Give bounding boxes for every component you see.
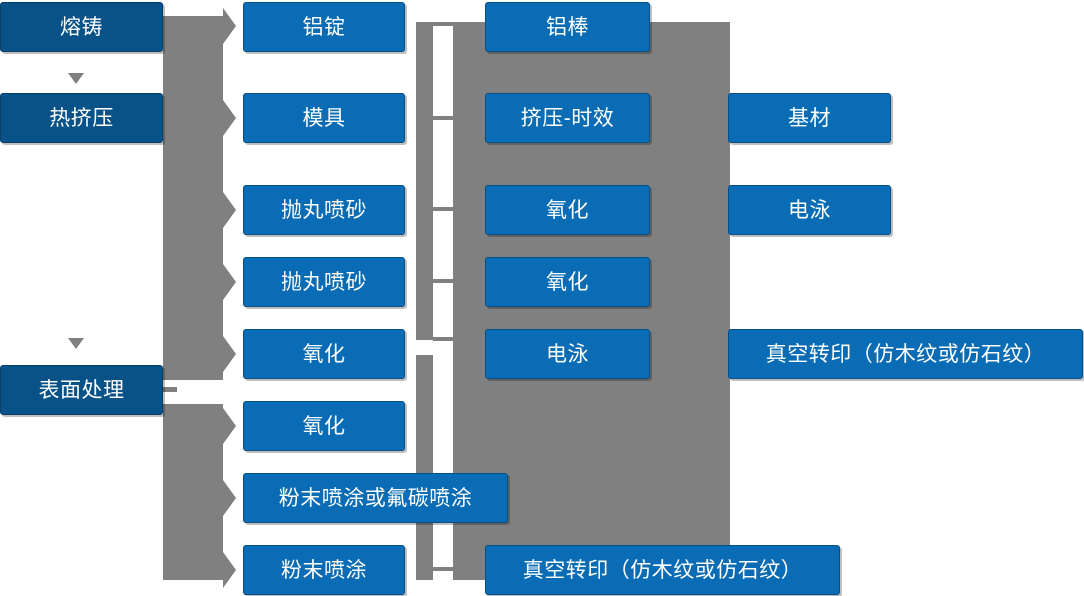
substep-label: 粉末喷涂 [281, 558, 367, 582]
substep-box-powder-or-fluorocarbon-coating[interactable]: 粉末喷涂或氟碳喷涂 [243, 473, 508, 523]
substep-label: 粉末喷涂或氟碳喷涂 [278, 486, 473, 510]
process-label: 氧化 [546, 270, 589, 294]
process-label: 铝棒 [546, 15, 589, 39]
substep-label: 氧化 [302, 414, 346, 438]
process-box-vacuum-transfer-printing[interactable]: 真空转印（仿木纹或仿石纹） [485, 545, 840, 595]
process-box-oxidation-2[interactable]: 氧化 [485, 257, 650, 307]
substep-label: 抛丸喷砂 [281, 198, 367, 222]
rail-tick-2 [433, 116, 453, 120]
process-label: 氧化 [546, 198, 589, 222]
stage-to-substep-connector [163, 8, 236, 588]
substep-label: 模具 [302, 106, 346, 130]
process-box-aluminum-bar[interactable]: 铝棒 [485, 2, 650, 52]
process-label: 真空转印（仿木纹或仿石纹） [522, 558, 803, 582]
process-box-extrusion-aging[interactable]: 挤压-时效 [485, 93, 650, 143]
output-box-vacuum-transfer-printing[interactable]: 真空转印（仿木纹或仿石纹） [728, 329, 1083, 379]
arrow-to-output-1 [700, 109, 726, 127]
rail-tick-6 [433, 567, 453, 571]
substep-box-shot-blasting-1[interactable]: 抛丸喷砂 [243, 185, 405, 235]
process-box-oxidation-1[interactable]: 氧化 [485, 185, 650, 235]
stage-box-surface-treatment[interactable]: 表面处理 [0, 365, 163, 415]
stage-label: 热挤压 [49, 106, 114, 130]
stage-box-hot-extrusion[interactable]: 热挤压 [0, 93, 163, 143]
process-label: 挤压-时效 [520, 106, 615, 130]
substep-label: 铝锭 [302, 15, 346, 39]
substep-box-powder-coating[interactable]: 粉末喷涂 [243, 545, 405, 595]
substep-rail-lower [416, 355, 433, 580]
substep-box-mold[interactable]: 模具 [243, 93, 405, 143]
output-label: 电泳 [788, 198, 831, 222]
stage-down-arrow-1 [68, 73, 84, 84]
rail-tick-5 [433, 337, 453, 341]
arrow-to-output-3 [700, 344, 726, 362]
stage-down-arrow-2 [68, 338, 84, 349]
output-box-substrate[interactable]: 基材 [728, 93, 891, 143]
substep-label: 氧化 [302, 342, 346, 366]
substep-label: 抛丸喷砂 [281, 270, 367, 294]
rail-tick-1 [433, 22, 453, 26]
stage-box-melting-casting[interactable]: 熔铸 [0, 2, 163, 52]
output-box-electrophoresis[interactable]: 电泳 [728, 185, 891, 235]
substep-box-oxidation-2[interactable]: 氧化 [243, 401, 405, 451]
stage-label: 表面处理 [38, 378, 125, 402]
arrow-to-output-2 [700, 201, 726, 219]
process-label: 电泳 [546, 342, 589, 366]
substep-rail-upper [416, 22, 433, 340]
process-box-electrophoresis[interactable]: 电泳 [485, 329, 650, 379]
output-label: 基材 [788, 106, 831, 130]
stage-label: 熔铸 [60, 15, 103, 39]
rail-tick-4 [433, 279, 453, 283]
substep-box-shot-blasting-2[interactable]: 抛丸喷砂 [243, 257, 405, 307]
rail-tick-3 [433, 207, 453, 211]
output-label: 真空转印（仿木纹或仿石纹） [765, 342, 1046, 366]
substep-box-aluminum-ingot[interactable]: 铝锭 [243, 2, 405, 52]
surface-treatment-stub [163, 387, 177, 392]
substep-box-oxidation-1[interactable]: 氧化 [243, 329, 405, 379]
